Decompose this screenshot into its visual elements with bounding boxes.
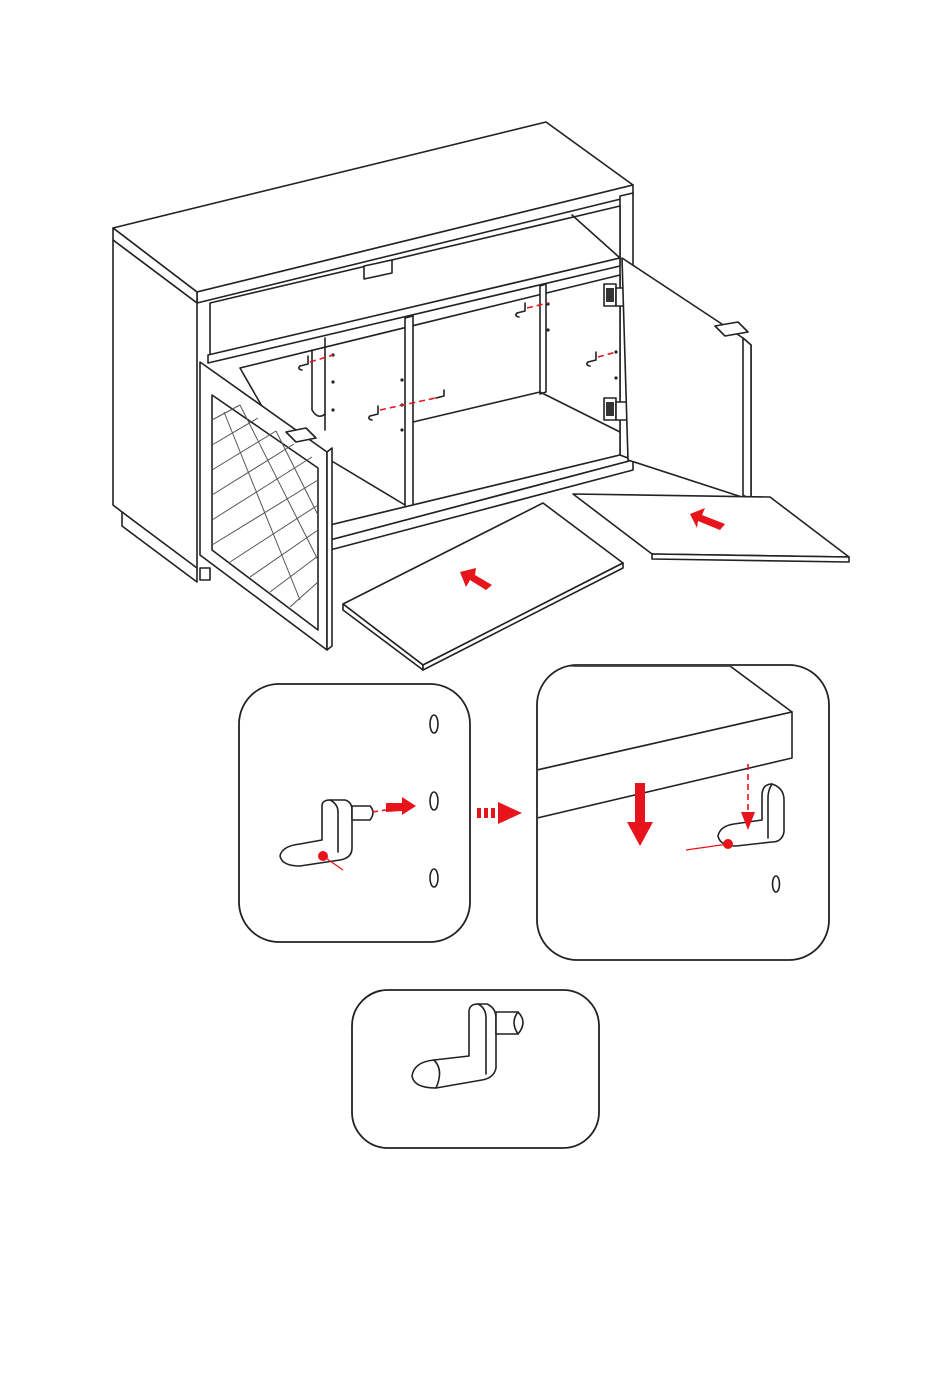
inset-shelf-placement bbox=[537, 665, 829, 960]
foot-left bbox=[200, 568, 210, 580]
center-divider bbox=[405, 316, 413, 507]
inset-pin-insertion bbox=[239, 684, 470, 942]
right-door bbox=[622, 258, 751, 500]
right-divider bbox=[540, 284, 546, 394]
next-step-arrow-icon bbox=[477, 802, 522, 824]
pin-marker-2 bbox=[723, 839, 733, 849]
shelf-right bbox=[573, 494, 849, 562]
inset-pin-detail bbox=[352, 990, 599, 1148]
